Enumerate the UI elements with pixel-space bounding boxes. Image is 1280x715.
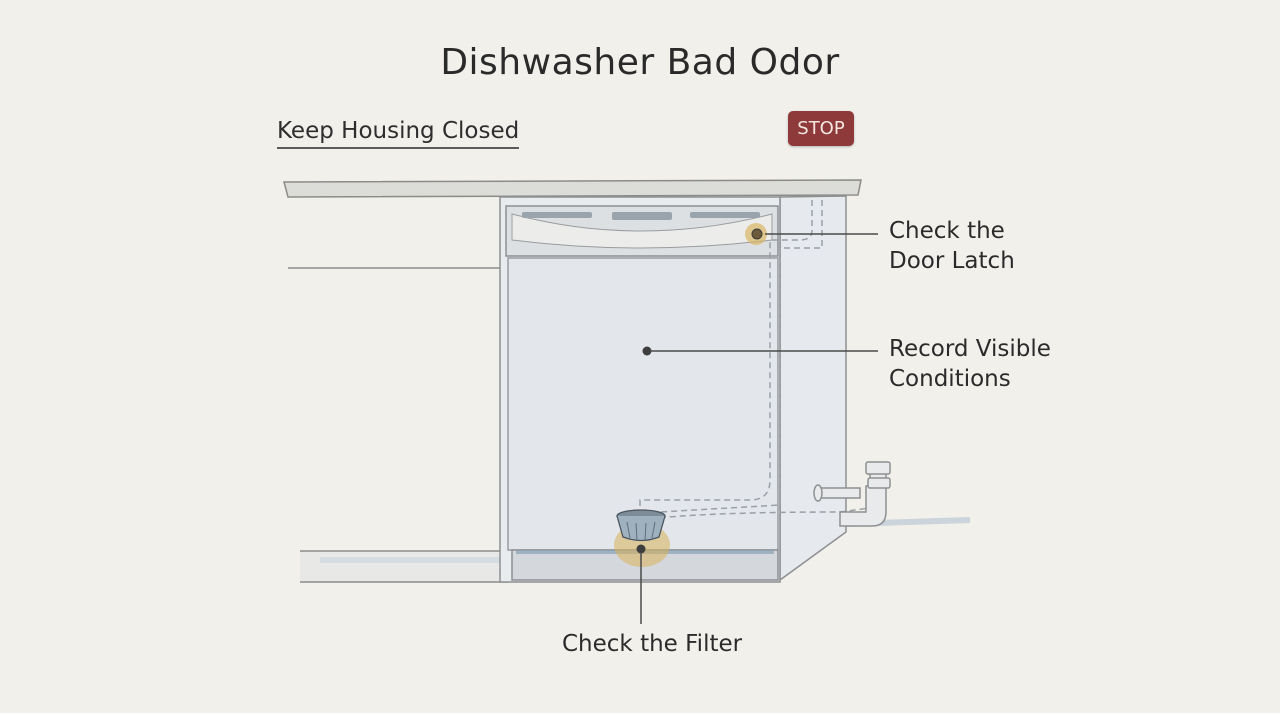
dishwasher-side xyxy=(779,195,847,582)
stop-badge: STOP xyxy=(788,111,854,146)
callout-record-line-2: Conditions xyxy=(889,366,1011,392)
callout-filter: Check the Filter xyxy=(562,631,743,657)
bottom-edge xyxy=(0,713,1280,715)
diagram-title: Dishwasher Bad Odor xyxy=(440,42,840,83)
callout-door-latch-line-2: Door Latch xyxy=(889,248,1015,274)
callout-door-latch: Check the Door Latch xyxy=(889,216,1015,276)
diagram-subtitle: Keep Housing Closed xyxy=(277,118,520,149)
record-point xyxy=(642,346,652,356)
dishwasher-door xyxy=(507,257,779,551)
left-cabinet-base xyxy=(300,550,509,583)
door-latch-icon xyxy=(751,228,763,240)
filter-icon xyxy=(616,509,666,542)
callout-record-line-1: Record Visible xyxy=(889,336,1051,362)
filter-point xyxy=(636,544,646,554)
plumbing-pipe xyxy=(813,461,891,527)
callout-record-conditions: Record Visible Conditions xyxy=(889,334,1051,394)
callout-door-latch-line-1: Check the xyxy=(889,218,1005,244)
countertop xyxy=(283,179,862,198)
